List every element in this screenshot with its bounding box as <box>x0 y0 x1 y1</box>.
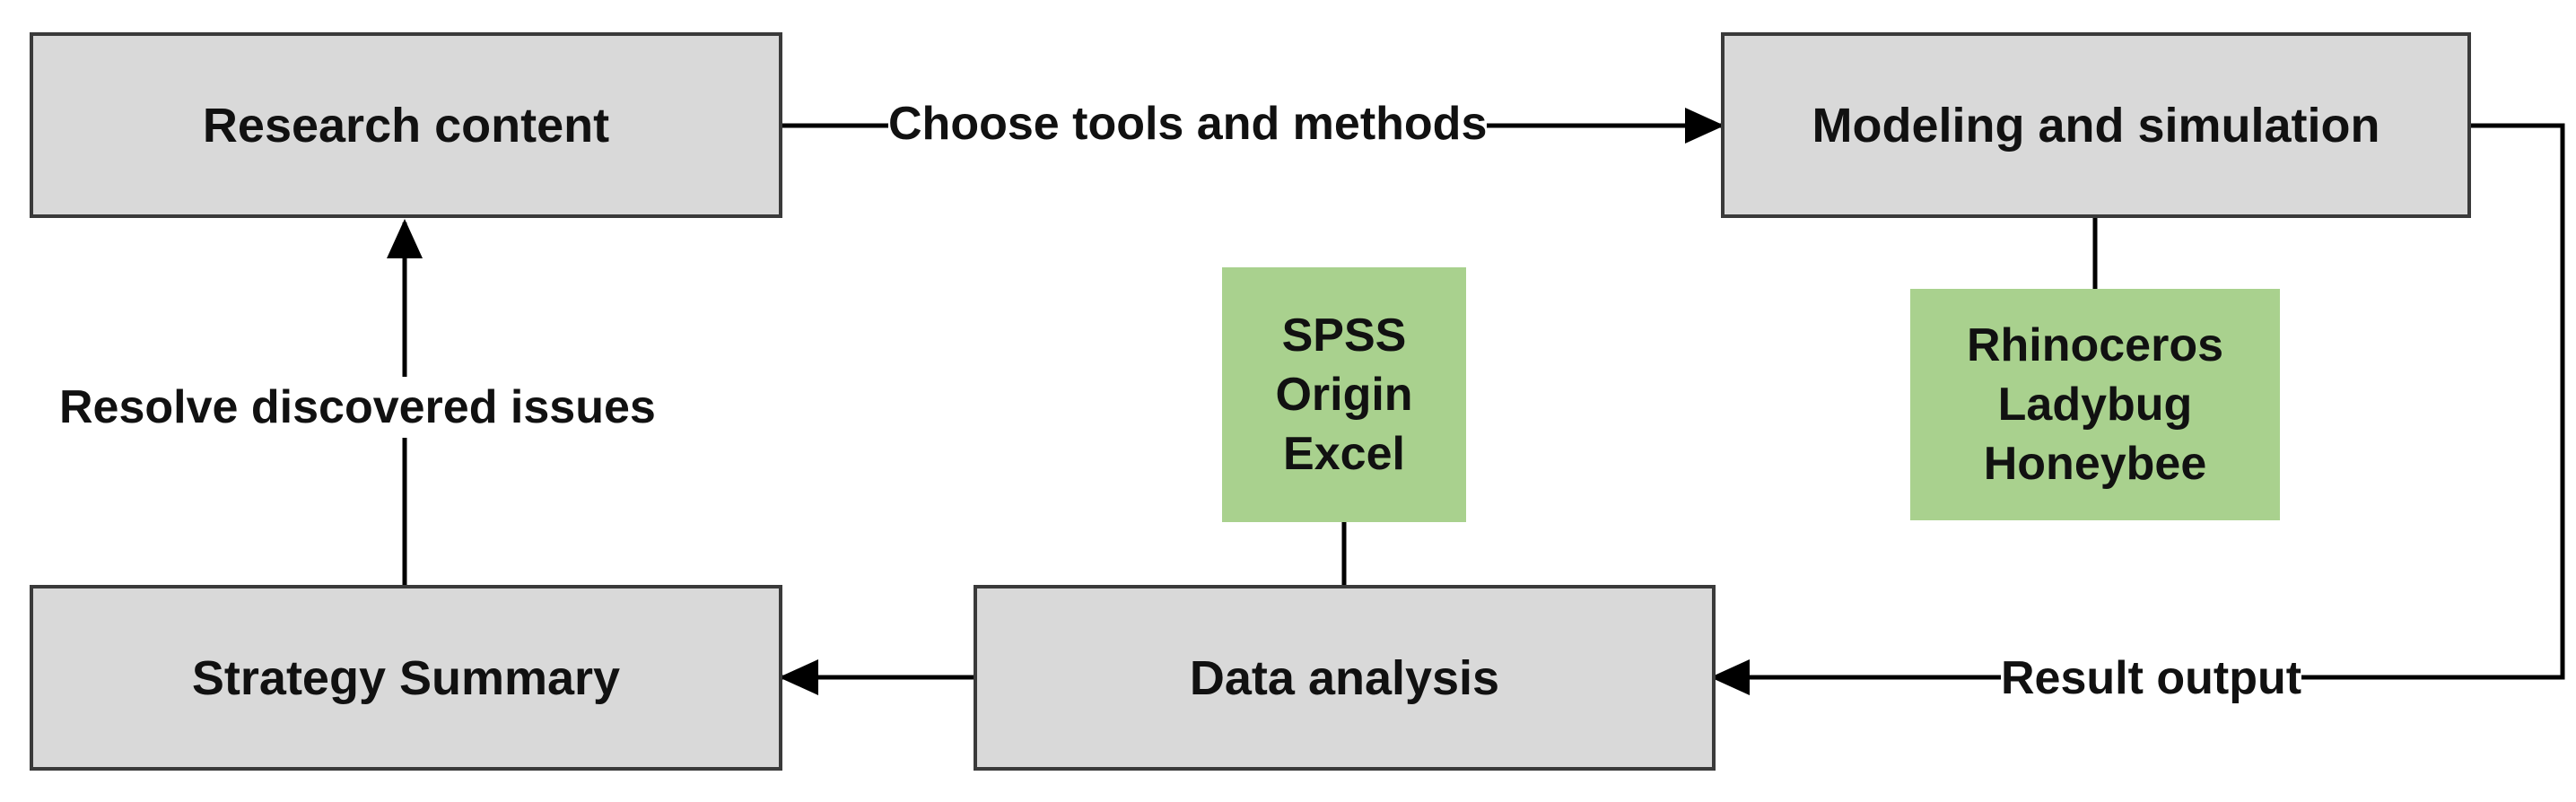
modeling-tool-item: Honeybee <box>1983 438 2207 490</box>
strategy-summary-label: Strategy Summary <box>191 650 621 705</box>
modeling-simulation-label: Modeling and simulation <box>1812 98 2380 153</box>
modeling-simulation-box: Modeling and simulation <box>1721 32 2471 218</box>
research-content-label: Research content <box>202 98 610 153</box>
analysis-tools-box: SPSS Origin Excel <box>1222 267 1466 522</box>
choose-tools-label: Choose tools and methods <box>888 98 1488 150</box>
modeling-tool-item: Rhinoceros <box>1966 319 2224 371</box>
data-analysis-box: Data analysis <box>974 585 1716 771</box>
data-analysis-label: Data analysis <box>1189 650 1500 705</box>
analysis-tool-item: Origin <box>1275 369 1413 421</box>
modeling-tool-item: Ladybug <box>1997 379 2193 431</box>
strategy-summary-box: Strategy Summary <box>30 585 782 771</box>
analysis-tool-item: Excel <box>1283 428 1405 480</box>
resolve-issues-label: Resolve discovered issues <box>59 377 656 438</box>
modeling-tools-box: Rhinoceros Ladybug Honeybee <box>1910 289 2280 520</box>
result-output-label: Result output <box>2001 652 2302 704</box>
analysis-tool-item: SPSS <box>1281 309 1407 362</box>
research-content-box: Research content <box>30 32 782 218</box>
